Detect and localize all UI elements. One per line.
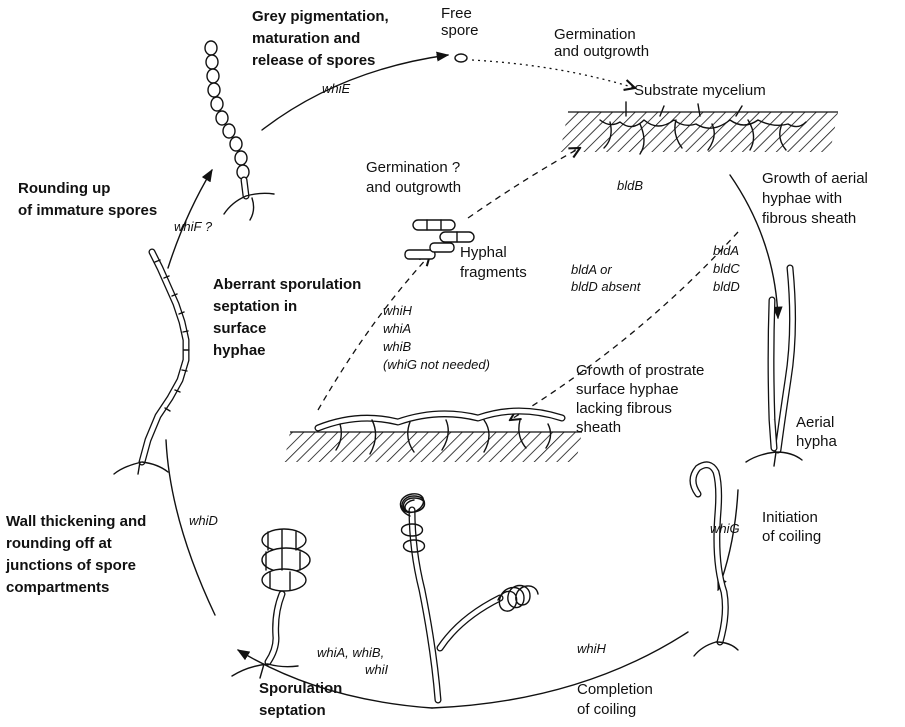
spore-chain-immature [114, 252, 189, 474]
svg-text:Initiation: Initiation [762, 509, 818, 526]
gene-whi-list: whiH whiA whiB [383, 303, 413, 354]
svg-text:rounding off at: rounding off at [6, 535, 112, 552]
svg-text:sheath: sheath [576, 419, 621, 436]
svg-text:hyphae: hyphae [213, 342, 266, 359]
aerial-hypha-drawing [746, 268, 802, 466]
svg-text:of coiling: of coiling [577, 701, 636, 718]
label-substrate-mycelium: Substrate mycelium [634, 82, 766, 99]
svg-text:and outgrowth: and outgrowth [366, 179, 461, 196]
gene-whiABI: whiA, whiB, whiI [317, 645, 389, 677]
label-growth-prostrate: Growth of prostrate surface hyphae lacki… [576, 362, 704, 436]
label-germination-question: Germination ? and outgrowth [366, 159, 461, 196]
label-completion-coiling: Completion of coiling [577, 681, 653, 718]
svg-text:Growth of aerial: Growth of aerial [762, 170, 868, 187]
svg-text:fragments: fragments [460, 264, 527, 281]
gene-bld-list: bldA bldC bldD [713, 243, 740, 294]
svg-text:Germination ?: Germination ? [366, 159, 460, 176]
surface-hyphae-drawing [284, 411, 582, 462]
label-wall-thickening: Wall thickening and rounding off at junc… [5, 513, 146, 596]
label-hyphal-fragments: Hyphal fragments [460, 244, 527, 281]
svg-text:Rounding up: Rounding up [18, 180, 110, 197]
svg-text:bldD absent: bldD absent [571, 279, 642, 294]
label-grey-pigmentation: Grey pigmentation, maturation and releas… [252, 8, 389, 69]
svg-text:compartments: compartments [6, 579, 109, 596]
svg-text:bldA: bldA [713, 243, 739, 258]
svg-text:Wall thickening and: Wall thickening and [6, 513, 146, 530]
svg-text:and outgrowth: and outgrowth [554, 43, 649, 60]
svg-text:Free: Free [441, 5, 472, 22]
gene-whiH: whiH [577, 641, 607, 656]
svg-text:surface hyphae: surface hyphae [576, 381, 679, 398]
gene-whiG: whiG [710, 521, 740, 536]
svg-text:fibrous sheath: fibrous sheath [762, 210, 856, 227]
gene-whiE: whiE [322, 81, 351, 96]
svg-text:Hyphal: Hyphal [460, 244, 507, 261]
label-aberrant-sporulation: Aberrant sporulation septation in surfac… [213, 276, 361, 359]
label-sporulation-septation: Sporulation septation [259, 680, 342, 719]
svg-text:lacking fibrous: lacking fibrous [576, 400, 672, 417]
svg-text:surface: surface [213, 320, 266, 337]
septated-coil-drawing [232, 529, 310, 678]
gene-whiG-not-needed: (whiG not needed) [383, 357, 490, 372]
cycle-arrow-germination [472, 60, 635, 88]
dashed-arrow-to-substrate [468, 148, 580, 218]
label-germination-outgrowth: Germination and outgrowth [554, 26, 649, 60]
svg-text:release of spores: release of spores [252, 52, 375, 69]
svg-text:whiB: whiB [383, 339, 412, 354]
svg-text:hyphae with: hyphae with [762, 190, 842, 207]
svg-text:maturation and: maturation and [252, 30, 360, 47]
svg-text:whiA, whiB,: whiA, whiB, [317, 645, 384, 660]
svg-text:of coiling: of coiling [762, 528, 821, 545]
svg-text:whiH: whiH [383, 303, 413, 318]
label-initiation-coiling: Initiation of coiling [762, 509, 821, 545]
svg-text:junctions of spore: junctions of spore [5, 557, 136, 574]
svg-text:of immature spores: of immature spores [18, 202, 157, 219]
label-aerial-hypha: Aerial hypha [796, 414, 838, 450]
svg-text:Aberrant sporulation: Aberrant sporulation [213, 276, 361, 293]
svg-text:bldA or: bldA or [571, 262, 612, 277]
svg-text:bldC: bldC [713, 261, 740, 276]
svg-text:whiI: whiI [365, 662, 389, 677]
svg-text:Sporulation: Sporulation [259, 680, 342, 697]
svg-text:Aerial: Aerial [796, 414, 834, 431]
label-free-spore: Free spore [441, 5, 479, 39]
svg-text:septation in: septation in [213, 298, 297, 315]
substrate-mycelium-drawing [560, 102, 838, 154]
svg-text:septation: septation [259, 702, 326, 719]
svg-text:bldD: bldD [713, 279, 740, 294]
svg-text:spore: spore [441, 22, 479, 39]
svg-text:Growth of prostrate: Growth of prostrate [576, 362, 704, 379]
gene-bldB: bldB [617, 178, 643, 193]
svg-text:hypha: hypha [796, 433, 838, 450]
free-spore [455, 54, 467, 62]
svg-text:Grey pigmentation,: Grey pigmentation, [252, 8, 389, 25]
label-growth-aerial: Growth of aerial hyphae with fibrous she… [762, 170, 868, 227]
gene-whiF: whiF ? [174, 219, 213, 234]
coiling-complete-drawing [400, 494, 538, 700]
svg-text:Completion: Completion [577, 681, 653, 698]
gene-bld-absent: bldA or bldD absent [571, 262, 642, 294]
gene-whiD: whiD [189, 513, 218, 528]
label-rounding-up: Rounding up of immature spores [18, 180, 157, 219]
coiling-initiation-drawing [693, 465, 738, 656]
svg-text:whiA: whiA [383, 321, 411, 336]
svg-text:Germination: Germination [554, 26, 636, 43]
